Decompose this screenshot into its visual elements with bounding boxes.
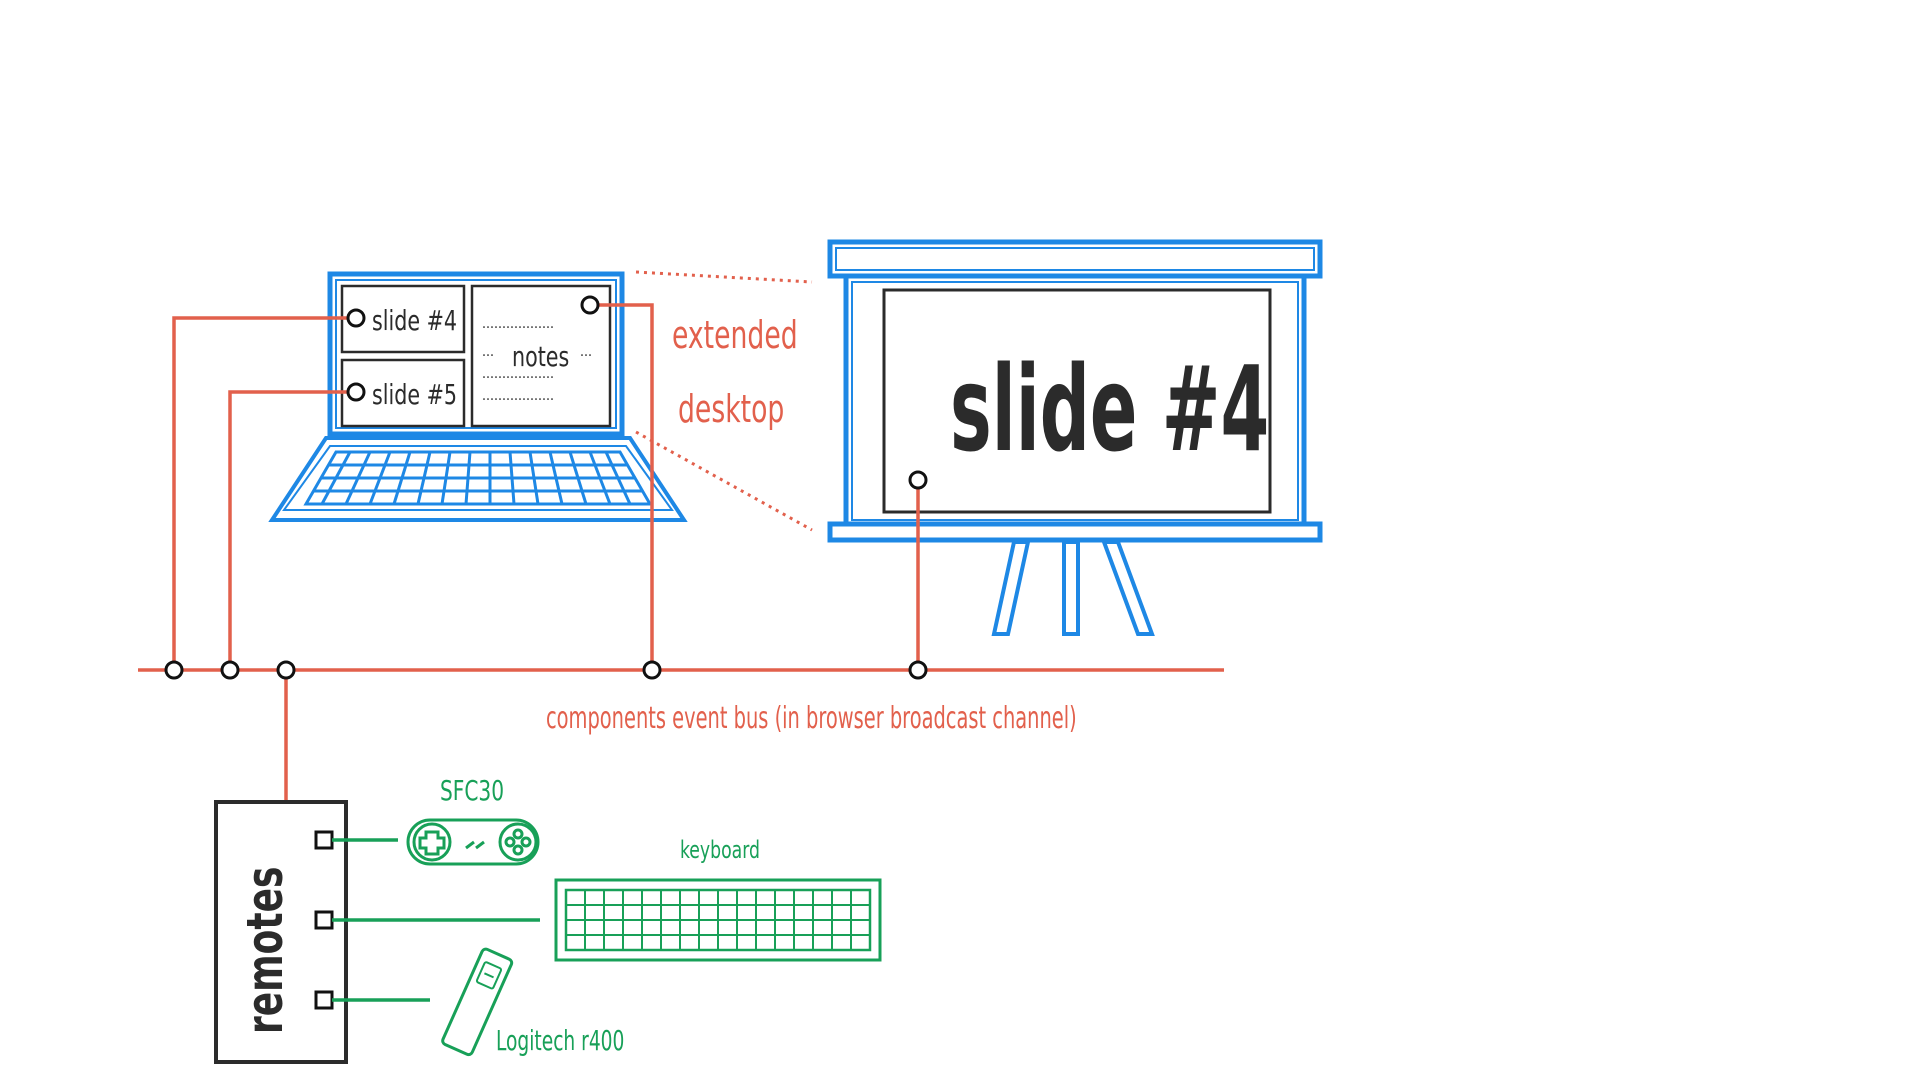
node-bus-3	[276, 660, 296, 680]
node-bus-2	[220, 660, 240, 680]
extended-desktop-label-line1: extended	[672, 313, 798, 358]
event-bus-label: components event bus (in browser broadca…	[546, 702, 1077, 736]
wire-current-slide	[172, 316, 356, 670]
notes-dotted-line: ··················	[482, 392, 554, 408]
node-bus-5	[908, 660, 928, 680]
presenter-remote-icon	[441, 947, 514, 1057]
projected-slide	[882, 288, 1272, 514]
laptop: slide #4 slide #5 ·················· ···…	[268, 271, 688, 522]
node-next-slide	[346, 382, 366, 402]
notes-dotted-line: ··················	[482, 320, 554, 336]
wire-next-slide	[228, 390, 356, 670]
extended-desktop-line-bottom	[635, 430, 813, 532]
node-notes	[580, 295, 600, 315]
gamepad-label: SFC30	[440, 773, 504, 806]
pane-current-label: slide #4	[372, 305, 457, 338]
notes-side-dots-left: ···	[482, 348, 494, 364]
screen-bottom-bar	[827, 521, 1323, 543]
extended-desktop-label-line2: desktop	[678, 387, 784, 432]
device-wires	[332, 838, 540, 1002]
node-projector	[908, 470, 928, 490]
laptop-base	[268, 436, 688, 522]
extended-desktop-line-top	[635, 270, 813, 284]
notes-side-dots-right: ···	[580, 348, 592, 364]
gamepad-icon	[406, 818, 540, 866]
port-gamepad	[314, 830, 334, 850]
pane-next-label: slide #5	[372, 379, 457, 412]
projected-slide-label: slide #4	[950, 340, 1269, 478]
keyboard-icon	[554, 878, 882, 962]
node-bus-4	[642, 660, 662, 680]
keyboard-label: keyboard	[680, 837, 760, 865]
presenter-label: Logitech r400	[496, 1024, 624, 1057]
node-bus-1	[164, 660, 184, 680]
screen-legs	[991, 540, 1155, 636]
remotes-label: remotes	[236, 867, 295, 1034]
notes-label: notes	[512, 341, 569, 374]
laptop-keyboard-grid	[303, 450, 653, 506]
notes-dotted-line: ··················	[482, 370, 554, 386]
projection-screen: slide #4	[827, 239, 1323, 636]
node-current-slide	[346, 308, 366, 328]
extended-desktop: extended desktop	[635, 270, 813, 532]
port-presenter	[314, 990, 334, 1010]
laptop-screen	[327, 271, 625, 437]
wire-notes	[590, 303, 654, 670]
port-keyboard	[314, 910, 334, 930]
remotes-box: remotes	[214, 800, 348, 1064]
bus-wires	[138, 303, 1224, 824]
